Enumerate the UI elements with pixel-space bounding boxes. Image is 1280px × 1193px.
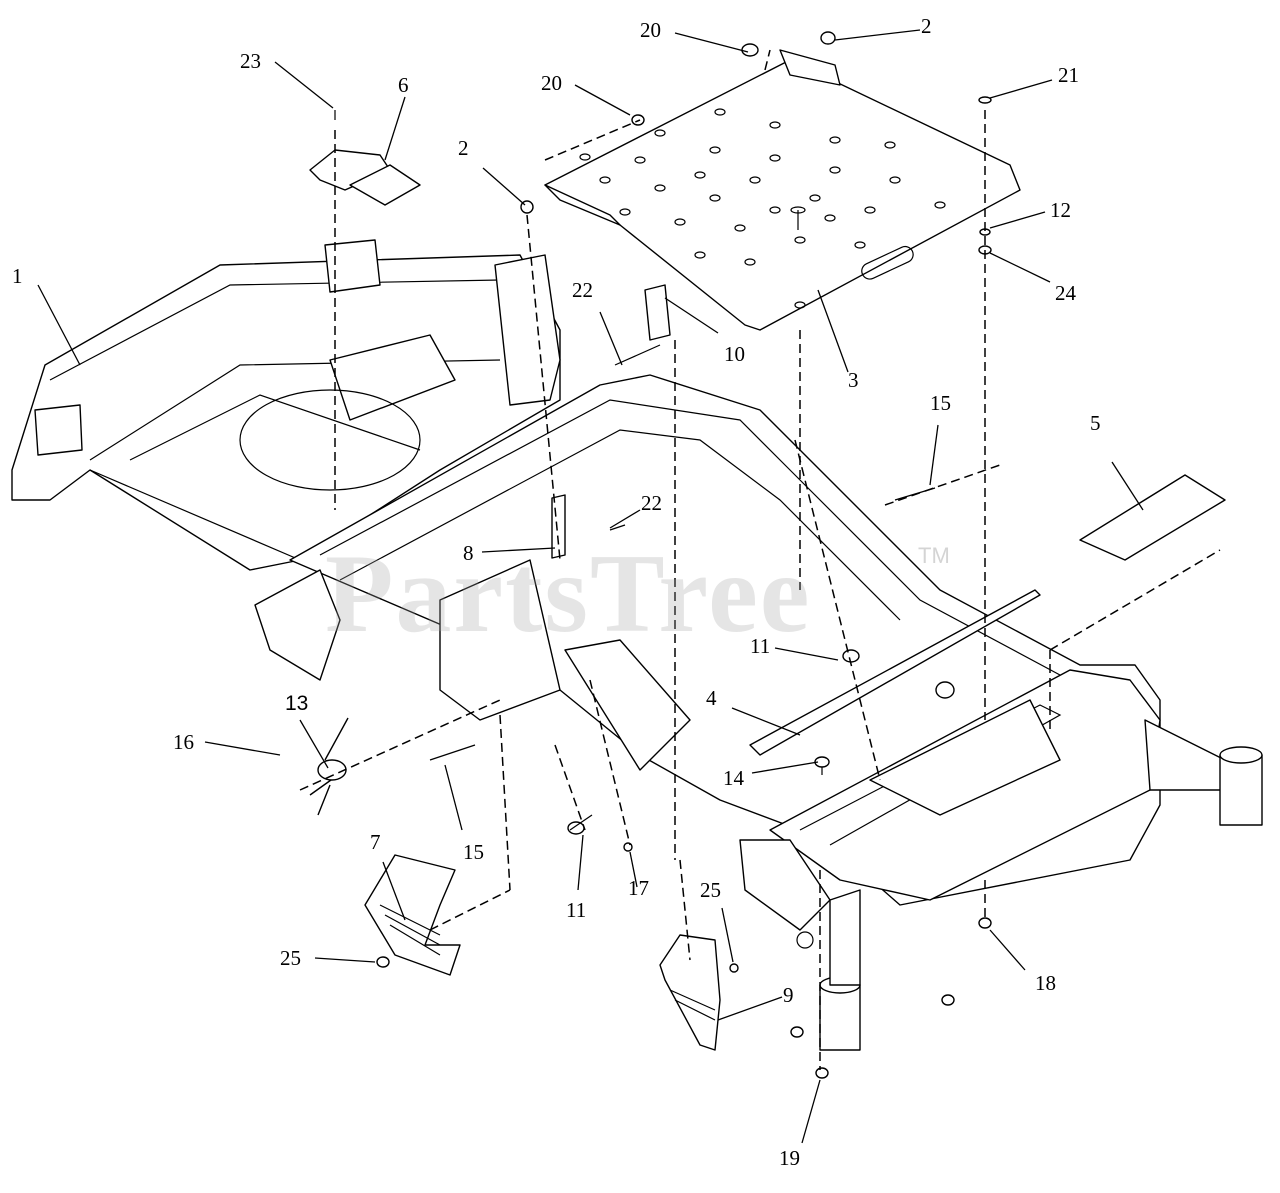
callout-12: 12 <box>1050 198 1071 222</box>
callout-7: 7 <box>370 830 381 854</box>
callout-23: 23 <box>240 49 261 73</box>
part-7-guard <box>364 854 461 976</box>
plate-hole <box>694 251 706 259</box>
trademark-mark: TM <box>918 543 950 568</box>
callout-24: 24 <box>1055 281 1076 305</box>
callout-17: 17 <box>628 876 649 900</box>
plate-hole <box>794 301 806 309</box>
part-4-foot-pad <box>749 589 1041 756</box>
assembly-lines <box>299 49 1221 1070</box>
part-13-knob <box>309 717 349 816</box>
plate-hole <box>694 171 706 179</box>
callout-11a: 11 <box>750 634 771 658</box>
plate-hole <box>709 146 721 154</box>
callout-20b: 20 <box>541 71 562 95</box>
callout-1: 1 <box>12 264 23 288</box>
callout-10: 10 <box>724 342 745 366</box>
plate-hole <box>714 108 726 116</box>
plate-hole <box>884 141 896 149</box>
plate-holes <box>579 108 946 309</box>
callout-16: 16 <box>173 730 194 754</box>
callout-4: 4 <box>706 686 717 710</box>
callout-2b: 2 <box>458 136 469 160</box>
plate-hole <box>674 218 686 226</box>
callout-9: 9 <box>783 983 794 1007</box>
callout-11b: 11 <box>566 898 587 922</box>
plate-hole <box>769 121 781 129</box>
part-9-guard <box>659 934 721 1051</box>
plate-hole <box>864 206 876 214</box>
callout-21: 21 <box>1058 63 1079 87</box>
part-5-pad <box>1079 474 1226 561</box>
plate-hole <box>769 206 781 214</box>
plate-hole <box>889 176 901 184</box>
plate-hole <box>744 258 756 266</box>
leader-lines <box>37 29 1144 1144</box>
plate-hole <box>934 201 946 209</box>
plate-hole <box>619 208 631 216</box>
plate-hole <box>709 194 721 202</box>
plate-hole <box>854 241 866 249</box>
parts-tree-watermark: PartsTree <box>325 532 812 656</box>
callout-6: 6 <box>398 73 409 97</box>
part-3-platform-plate <box>544 49 1021 331</box>
plate-hole <box>579 153 591 161</box>
plate-hole <box>794 236 806 244</box>
plate-hole <box>769 154 781 162</box>
chassis-frame <box>11 239 1263 1051</box>
plate-hole <box>734 224 746 232</box>
callout-18: 18 <box>1035 971 1056 995</box>
callout-3: 3 <box>848 368 859 392</box>
callout-8: 8 <box>463 541 474 565</box>
callout-2a: 2 <box>921 14 932 38</box>
plate-hole <box>599 176 611 184</box>
plate-hole <box>654 129 666 137</box>
callout-15a: 15 <box>930 391 951 415</box>
callout-22a: 22 <box>572 278 593 302</box>
plate-hole <box>634 156 646 164</box>
plate-hole <box>749 176 761 184</box>
callout-5: 5 <box>1090 411 1101 435</box>
plate-hole <box>824 214 836 222</box>
callout-13: 13 <box>285 692 309 715</box>
callout-20a: 20 <box>640 18 661 42</box>
plate-hole <box>809 194 821 202</box>
plate-hole <box>829 166 841 174</box>
plate-hole <box>654 184 666 192</box>
callout-22b: 22 <box>641 491 662 515</box>
plate-hole <box>829 136 841 144</box>
callout-14: 14 <box>723 766 744 790</box>
callout-25a: 25 <box>280 946 301 970</box>
callout-15b: 15 <box>463 840 484 864</box>
callout-19: 19 <box>779 1146 800 1170</box>
callout-25b: 25 <box>700 878 721 902</box>
part-6-bracket <box>309 149 421 206</box>
small-hardware <box>334 31 992 1079</box>
